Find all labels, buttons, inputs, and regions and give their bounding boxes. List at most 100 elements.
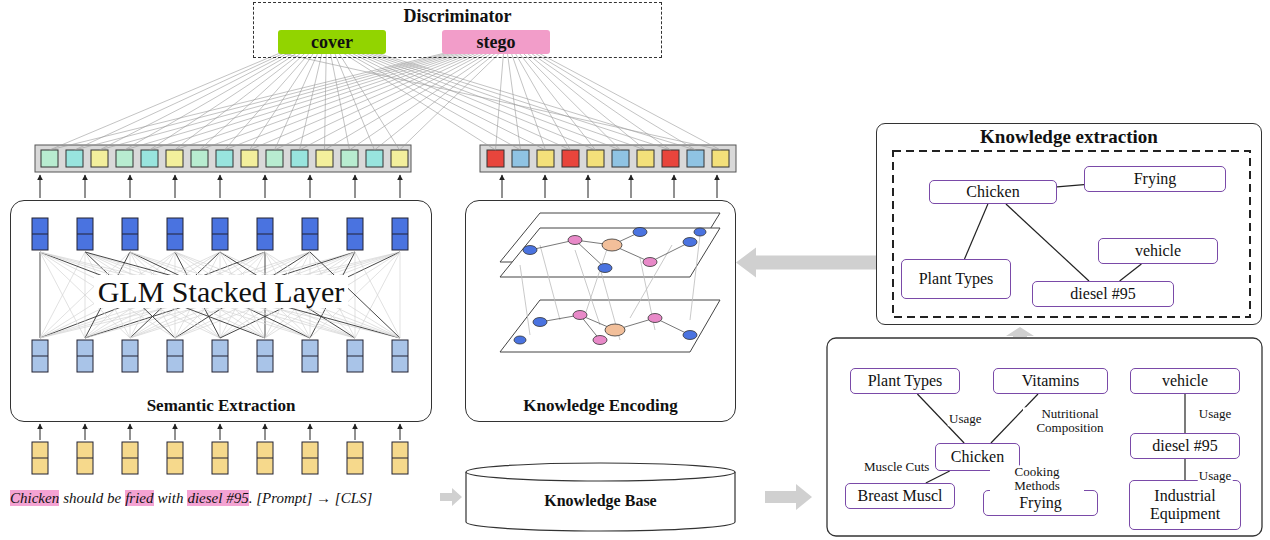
input-arrow	[175, 424, 176, 440]
discriminator-box: Discriminatorcoverstego	[253, 2, 662, 58]
highlighted-token: Chicken	[10, 490, 59, 506]
dense-link	[125, 53, 457, 150]
attention-line	[40, 252, 85, 338]
node-text: vehicle	[1162, 372, 1208, 390]
token-input	[77, 442, 93, 474]
dense-link	[527, 53, 646, 150]
input-arrow	[40, 424, 41, 440]
node-text: Vitamins	[1022, 372, 1080, 390]
relation-line	[1006, 204, 1089, 281]
knowledge-subgraph-panel	[827, 338, 1262, 536]
vector-cell	[291, 150, 308, 167]
token-input	[302, 442, 318, 474]
divider	[257, 458, 273, 459]
dense-link	[150, 53, 297, 150]
flow-arrow	[1006, 327, 1034, 337]
dense-link	[300, 53, 485, 150]
entity-box: Plant Types	[901, 259, 1011, 299]
embedding	[257, 340, 273, 372]
node-text: cover	[311, 32, 353, 53]
sentence-token: . [Prompt] → [CLS]	[249, 490, 373, 506]
vector-cell	[166, 150, 183, 167]
divider	[77, 356, 93, 357]
output-arrow	[355, 175, 356, 198]
vector-cell	[612, 150, 629, 167]
divider	[347, 458, 363, 459]
attention-line	[85, 252, 400, 338]
node-text: Frying	[1134, 170, 1177, 188]
entity-box: diesel #95	[1032, 281, 1174, 307]
relation-label: Usage	[1198, 407, 1233, 421]
output-arrow	[130, 175, 131, 198]
attention-line	[40, 252, 355, 338]
output-arrow	[265, 175, 266, 198]
sentence-token: with	[158, 490, 184, 506]
vector-cell	[66, 150, 83, 167]
divider	[77, 234, 93, 235]
entity-box: Breast Muscl	[845, 483, 955, 509]
divider	[257, 356, 273, 357]
attention-line	[40, 252, 355, 338]
vector-cell	[712, 150, 729, 167]
hidden-state	[32, 218, 48, 250]
node-text: Plant Types	[868, 372, 943, 390]
divider	[392, 458, 408, 459]
entity-box: diesel #95	[1130, 433, 1240, 459]
token-input	[347, 442, 363, 474]
divider	[167, 356, 183, 357]
output-arrow	[220, 175, 221, 198]
hidden-state	[122, 218, 138, 250]
divider	[77, 458, 93, 459]
module-box: Knowledge extractionChickenFryingvehicle…	[876, 123, 1262, 325]
dense-link	[539, 53, 721, 150]
attention-line	[40, 252, 41, 338]
divider	[167, 234, 183, 235]
node-text: vehicle	[1135, 242, 1181, 260]
attention-line	[355, 252, 400, 338]
flow-arrow	[765, 484, 812, 510]
vector-cell	[41, 150, 58, 167]
divider	[32, 458, 48, 459]
dense-link	[175, 53, 302, 150]
dense-link	[511, 53, 545, 150]
hidden-state	[77, 218, 93, 250]
highlighted-token: diesel #95	[187, 490, 248, 506]
dense-link	[275, 53, 318, 150]
node-text: Frying	[1019, 494, 1062, 512]
vector-cell	[391, 150, 408, 167]
output-arrow	[400, 175, 401, 198]
input-arrow	[310, 424, 311, 440]
dense-link	[356, 53, 571, 150]
dense-link	[360, 53, 596, 150]
input-arrow	[130, 424, 131, 440]
hidden-state	[347, 218, 363, 250]
node-text: Knowledge Base	[544, 492, 656, 510]
divider	[212, 458, 228, 459]
dense-link	[515, 53, 570, 150]
dense-link	[507, 53, 520, 150]
node-text: diesel #95	[1152, 437, 1217, 455]
input-arrow	[220, 424, 221, 440]
divider	[302, 458, 318, 459]
divider	[392, 356, 408, 357]
hidden-state	[257, 218, 273, 250]
entity-box: Frying	[1084, 166, 1226, 192]
divider	[32, 234, 48, 235]
node-text: Industrial Equipment	[1135, 487, 1235, 522]
relation-line	[1184, 394, 1185, 433]
embedding	[167, 340, 183, 372]
relation-line	[1057, 185, 1084, 187]
entity-box: Chicken	[929, 180, 1057, 204]
flow-arrow	[736, 248, 876, 278]
attention-line	[40, 252, 400, 338]
token-input	[32, 442, 48, 474]
vector-cell	[241, 150, 258, 167]
output-arrow	[310, 175, 311, 198]
embedding	[122, 340, 138, 372]
output-arrow	[502, 175, 503, 198]
divider	[302, 356, 318, 357]
token-input	[257, 442, 273, 474]
module-box: Knowledge Encoding	[465, 200, 736, 422]
dense-link	[400, 53, 500, 150]
relation-label: Nutritional Composition	[1023, 407, 1117, 434]
